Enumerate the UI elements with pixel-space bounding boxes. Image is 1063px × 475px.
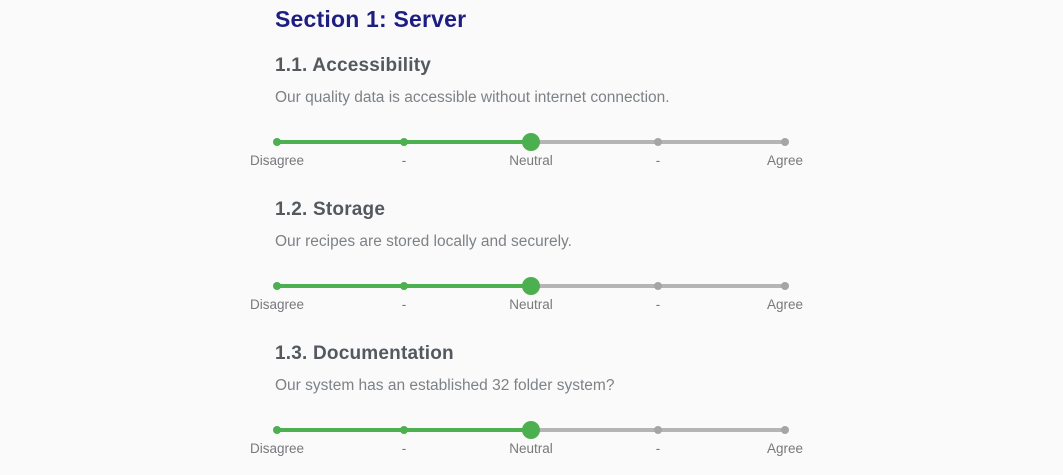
question-block-storage: 1.2. Storage Our recipes are stored loca… bbox=[250, 198, 810, 313]
slider-label-4: - bbox=[655, 297, 661, 312]
slider-handle[interactable] bbox=[522, 277, 540, 295]
question-number: 1.2. bbox=[275, 199, 308, 220]
question-description: Our system has an established 32 folder … bbox=[275, 377, 615, 394]
slider-tick-disagree[interactable] bbox=[273, 282, 281, 290]
slider-tick-disagree[interactable] bbox=[273, 138, 281, 146]
slider-tick-2[interactable] bbox=[400, 426, 408, 434]
slider-labels: Disagree - Neutral - Agree bbox=[250, 153, 803, 169]
slider-label-disagree: Disagree bbox=[249, 441, 305, 456]
question-block-accessibility: 1.1. Accessibility Our quality data is a… bbox=[250, 54, 810, 169]
question-title: 1.2. Storage bbox=[275, 198, 810, 222]
slider-label-disagree: Disagree bbox=[249, 297, 305, 312]
slider-tick-4[interactable] bbox=[654, 282, 662, 290]
question-name: Documentation bbox=[312, 343, 454, 364]
question-name: Storage bbox=[312, 199, 386, 220]
question-title: 1.1. Accessibility bbox=[275, 54, 810, 78]
question-description: Our quality data is accessible without i… bbox=[275, 89, 670, 106]
slider-tick-agree[interactable] bbox=[781, 282, 789, 290]
slider-tick-4[interactable] bbox=[654, 138, 662, 146]
slider-label-4: - bbox=[655, 153, 661, 168]
slider-label-agree: Agree bbox=[766, 297, 804, 312]
slider-tick-agree[interactable] bbox=[781, 426, 789, 434]
question-name: Accessibility bbox=[312, 55, 432, 76]
slider-label-agree: Agree bbox=[766, 153, 804, 168]
slider-tick-4[interactable] bbox=[654, 426, 662, 434]
slider-label-disagree: Disagree bbox=[249, 153, 305, 168]
slider-label-neutral: Neutral bbox=[509, 441, 553, 456]
slider-label-2: - bbox=[401, 441, 407, 456]
question-title: 1.3. Documentation bbox=[275, 342, 810, 366]
question-description: Our recipes are stored locally and secur… bbox=[275, 233, 572, 250]
slider-tick-disagree[interactable] bbox=[273, 426, 281, 434]
slider-handle[interactable] bbox=[522, 421, 540, 439]
slider-tick-2[interactable] bbox=[400, 282, 408, 290]
rating-slider[interactable] bbox=[273, 277, 789, 295]
question-block-documentation: 1.3. Documentation Our system has an est… bbox=[250, 342, 810, 457]
slider-label-2: - bbox=[401, 153, 407, 168]
slider-tick-2[interactable] bbox=[400, 138, 408, 146]
slider-labels: Disagree - Neutral - Agree bbox=[250, 297, 803, 313]
rating-slider[interactable] bbox=[273, 133, 789, 151]
survey-content: Section 1: Server 1.1. Accessibility Our… bbox=[250, 6, 810, 457]
section-title: Section 1: Server bbox=[275, 6, 467, 32]
rating-slider[interactable] bbox=[273, 421, 789, 439]
slider-tick-agree[interactable] bbox=[781, 138, 789, 146]
slider-label-neutral: Neutral bbox=[509, 297, 553, 312]
slider-labels: Disagree - Neutral - Agree bbox=[250, 441, 803, 457]
question-number: 1.1. bbox=[275, 55, 308, 76]
slider-label-4: - bbox=[655, 441, 661, 456]
slider-label-neutral: Neutral bbox=[509, 153, 553, 168]
slider-label-agree: Agree bbox=[766, 441, 804, 456]
slider-label-2: - bbox=[401, 297, 407, 312]
slider-handle[interactable] bbox=[522, 133, 540, 151]
question-number: 1.3. bbox=[275, 343, 308, 364]
